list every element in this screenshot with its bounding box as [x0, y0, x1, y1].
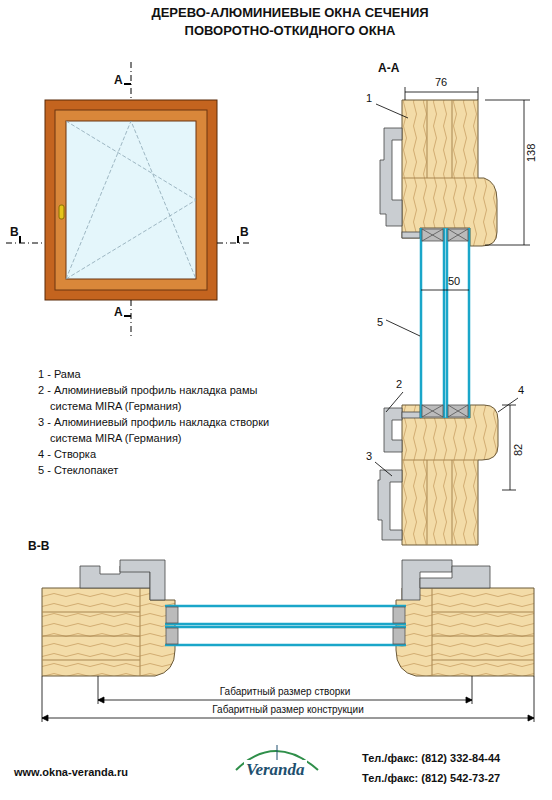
logo-text: Veranda	[244, 760, 307, 780]
section-aa	[421, 228, 469, 418]
section-aa	[402, 100, 497, 246]
section-bb	[42, 700, 534, 718]
section-aa	[378, 470, 402, 540]
section-bb	[166, 607, 405, 644]
section-bb	[393, 628, 405, 644]
website: www.okna-veranda.ru	[14, 766, 128, 779]
legend-item: 5 - Стеклопакет	[38, 462, 300, 478]
phone: Тел./факс: (812) 332-84-44	[362, 752, 500, 765]
dimension: 50	[448, 275, 460, 288]
callout-number: 3	[366, 450, 372, 463]
section-aa	[402, 405, 498, 545]
section-aa	[375, 87, 530, 490]
section-bb	[165, 606, 406, 645]
dimension: 138	[525, 142, 538, 164]
title: ДЕРЕВО-АЛЮМИНИЕВЫЕ ОКНА СЕЧЕНИЯ ПОВОРОТН…	[150, 4, 430, 40]
dimension-label: Габаритный размер конструкции	[210, 704, 366, 716]
callout-number: 1	[366, 92, 372, 105]
dimension: 76	[433, 76, 449, 89]
section-aa	[422, 229, 468, 417]
legend-item: 2 - Алюминиевый профиль накладка рамы си…	[38, 382, 300, 414]
window-elevation	[66, 121, 196, 279]
section-aa	[405, 87, 478, 100]
window-elevation	[45, 100, 217, 300]
section-aa	[421, 290, 469, 291]
section-aa	[384, 408, 402, 452]
section-aa	[375, 104, 518, 476]
section-aa	[402, 460, 478, 545]
section-marks	[20, 84, 238, 316]
section-bb	[42, 560, 534, 722]
window-elevation	[55, 110, 207, 290]
section-aa	[402, 232, 420, 238]
legend-item: 4 - Створка	[38, 446, 300, 462]
section-aa	[380, 128, 402, 226]
section-bb	[42, 588, 140, 676]
window-elevation	[66, 121, 196, 279]
callout-number: 5	[377, 316, 383, 329]
section-bb	[165, 606, 406, 645]
section-bb	[166, 607, 178, 623]
window-elevation	[45, 100, 217, 300]
section-aa	[485, 100, 530, 245]
section-letter: В	[240, 226, 249, 240]
phone: Тел./факс: (812) 542-73-27	[362, 772, 500, 785]
section-bb	[42, 676, 534, 722]
section-bb	[420, 566, 490, 588]
section-title: В-В	[28, 540, 49, 554]
section-title: А-А	[378, 62, 399, 76]
section-letter: В	[10, 226, 19, 240]
section-bb	[42, 588, 175, 676]
callout-number: 4	[518, 384, 524, 397]
section-bb	[42, 676, 534, 722]
section-aa	[422, 229, 468, 417]
dimension: 82	[512, 442, 525, 458]
callout-number: 2	[396, 378, 402, 391]
section-bb	[80, 560, 490, 600]
section-aa	[402, 100, 478, 178]
section-aa	[402, 412, 420, 418]
section-aa	[421, 228, 469, 418]
section-bb	[393, 607, 405, 623]
window-elevation	[59, 205, 64, 219]
section-aa	[378, 128, 420, 540]
section-bb	[166, 628, 178, 644]
section-marks	[6, 62, 252, 338]
section-letter: А	[114, 306, 123, 320]
section-letter: А	[114, 74, 123, 88]
section-bb	[120, 560, 165, 600]
section-marks	[6, 62, 252, 338]
section-aa	[375, 87, 530, 545]
legend-item: 1 - Рама	[38, 366, 300, 382]
section-bb	[432, 588, 534, 676]
dimension-label: Габаритный размер створки	[218, 686, 353, 698]
legend-item: 3 - Алюминиевый профиль накладка створки…	[38, 414, 300, 446]
section-bb	[42, 697, 534, 721]
section-bb	[396, 588, 534, 676]
